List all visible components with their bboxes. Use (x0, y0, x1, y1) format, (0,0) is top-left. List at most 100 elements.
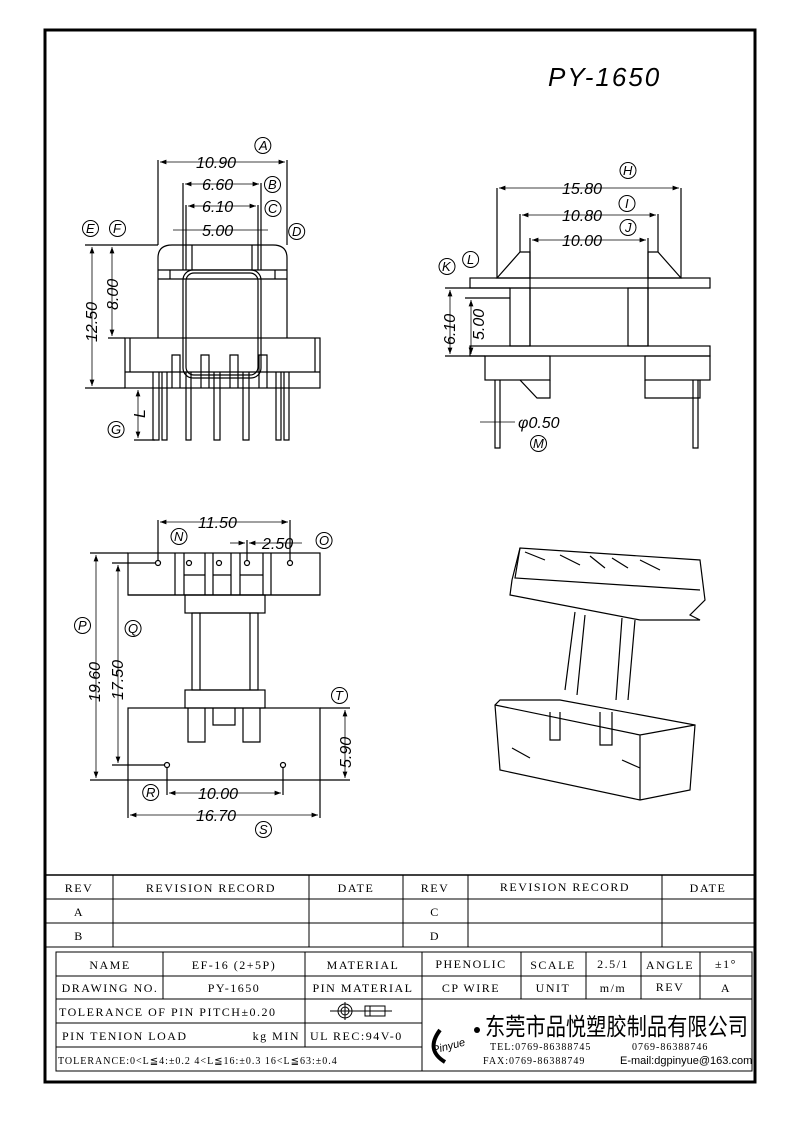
side-view (445, 185, 711, 449)
date-header-2: DATE (690, 881, 727, 895)
label-circle (438, 258, 456, 275)
pin-tension-unit: kg MIN (253, 1029, 300, 1043)
company-fax: FAX:0769-86388749 (483, 1056, 585, 1067)
rev-value: A (721, 981, 731, 995)
label-g: G (111, 422, 121, 437)
name-value: EF-16 (2+5P) (192, 958, 276, 972)
revision-table-text: REV REVISION RECORD DATE REV REVISION RE… (65, 880, 727, 943)
dim-11-50: 11.50 (198, 515, 237, 532)
pinyue-logo: Pinyue (431, 1027, 480, 1064)
label-j: J (624, 220, 632, 235)
rev-header: REV (65, 881, 94, 895)
isometric-view (494, 547, 706, 801)
label-circle (462, 251, 480, 268)
dim-5-90: 5.90 (338, 737, 355, 768)
material-value: PHENOLIC (435, 957, 506, 971)
label-a: A (258, 138, 268, 153)
label-q: Q (128, 621, 138, 636)
front-view-dimensions: 10.90 6.60 6.10 5.00 12.50 8.00 L A B C … (82, 137, 306, 438)
dim-10-90: 10.90 (196, 155, 236, 172)
label-t: T (335, 688, 344, 703)
label-i: I (625, 196, 629, 211)
dim-8-00: 8.00 (105, 279, 122, 310)
label-circle (82, 220, 99, 237)
label-circle (255, 821, 272, 838)
pin-pitch-tolerance: TOLERANCE OF PIN PITCH±0.20 (59, 1005, 277, 1019)
dim-10-00: 10.00 (198, 786, 238, 803)
label-f: F (113, 221, 122, 236)
dim-2-50: 2.50 (261, 536, 293, 553)
company-email: E-mail:dgpinyue@163.com (620, 1055, 752, 1067)
revision-table (45, 874, 755, 948)
top-view-dimensions: 11.50 2.50 19.60 17.50 5.90 10.00 16.70 … (74, 515, 355, 838)
info-table-text: NAME EF-16 (2+5P) MATERIAL PHENOLIC SCAL… (58, 957, 737, 1067)
date-header: DATE (338, 881, 375, 895)
label-circle (530, 435, 547, 452)
label-k: K (442, 259, 452, 274)
front-view (85, 159, 321, 441)
dim-6-10: 6.10 (442, 314, 459, 345)
unit-value: m/m (600, 981, 627, 995)
rev-b: B (74, 929, 84, 943)
name-label: NAME (89, 958, 130, 972)
rev-label: REV (656, 980, 685, 994)
rev-a: A (74, 905, 84, 919)
dim-l: L (132, 409, 149, 418)
dim-19-60: 19.60 (87, 662, 104, 702)
label-circle (74, 617, 91, 634)
dim-15-80: 15.80 (562, 181, 602, 198)
side-view-dimensions: 15.80 10.80 10.00 6.10 5.00 φ0.50 H I J … (438, 162, 637, 452)
label-c: C (268, 201, 278, 216)
dim-10-80: 10.80 (562, 208, 602, 225)
label-h: H (623, 163, 633, 178)
drawing-no-value: PY-1650 (208, 981, 261, 995)
company-name: 东莞市品悦塑胶制品有限公司 (485, 1013, 748, 1041)
unit-label: UNIT (536, 981, 571, 995)
sheet-border (43, 28, 757, 1084)
scale-value: 2.5/1 (597, 957, 629, 971)
company-block: Pinyue 东莞市品悦塑胶制品有限公司 TEL:0769-86388745 0… (431, 1013, 752, 1067)
label-circle (618, 195, 636, 212)
pin-tension-label: PIN TENION LOAD (62, 1029, 188, 1043)
scale-label: SCALE (530, 958, 576, 972)
label-p: P (78, 618, 87, 633)
general-tolerance: TOLERANCE:0<L≦4:±0.2 4<L≦16:±0.3 16<L≦63… (58, 1056, 338, 1067)
revision-record-header: REVISION RECORD (146, 881, 276, 895)
info-table (55, 951, 753, 1072)
dim-16-70: 16.70 (196, 808, 236, 825)
label-circle (107, 421, 125, 438)
material-label: MATERIAL (327, 958, 400, 972)
dim-pin-diameter: φ0.50 (518, 415, 560, 432)
dim-12-50: 12.50 (84, 302, 101, 342)
rev-header-2: REV (421, 881, 450, 895)
label-r: R (146, 785, 155, 800)
dim-5-00: 5.00 (471, 309, 488, 340)
label-circle (142, 784, 160, 801)
label-circle (254, 137, 272, 154)
label-circle (264, 200, 282, 217)
ul-rec: UL REC:94V-0 (310, 1029, 403, 1043)
revision-record-header-2: REVISION RECORD (500, 880, 630, 894)
projection-symbol-icon (330, 1002, 392, 1020)
label-l: L (467, 252, 474, 267)
label-n: N (174, 529, 184, 544)
dim-6-10: 6.10 (202, 199, 233, 216)
label-b: B (268, 177, 277, 192)
label-circle (619, 162, 637, 179)
label-circle (264, 176, 281, 193)
label-s: S (259, 822, 268, 837)
rev-d: D (430, 929, 440, 943)
label-circle (109, 220, 126, 237)
angle-label: ANGLE (646, 958, 694, 972)
pin-material-value: CP WIRE (442, 981, 500, 995)
drawing-title: PY-1650 (548, 62, 661, 92)
label-d: D (292, 224, 301, 239)
top-view (90, 519, 350, 818)
angle-value: ±1° (715, 957, 737, 971)
dim-6-60: 6.60 (202, 177, 233, 194)
pin-material-label: PIN MATERIAL (313, 981, 414, 995)
label-m: M (533, 436, 544, 451)
company-tel-2: 0769-86388746 (632, 1042, 708, 1053)
